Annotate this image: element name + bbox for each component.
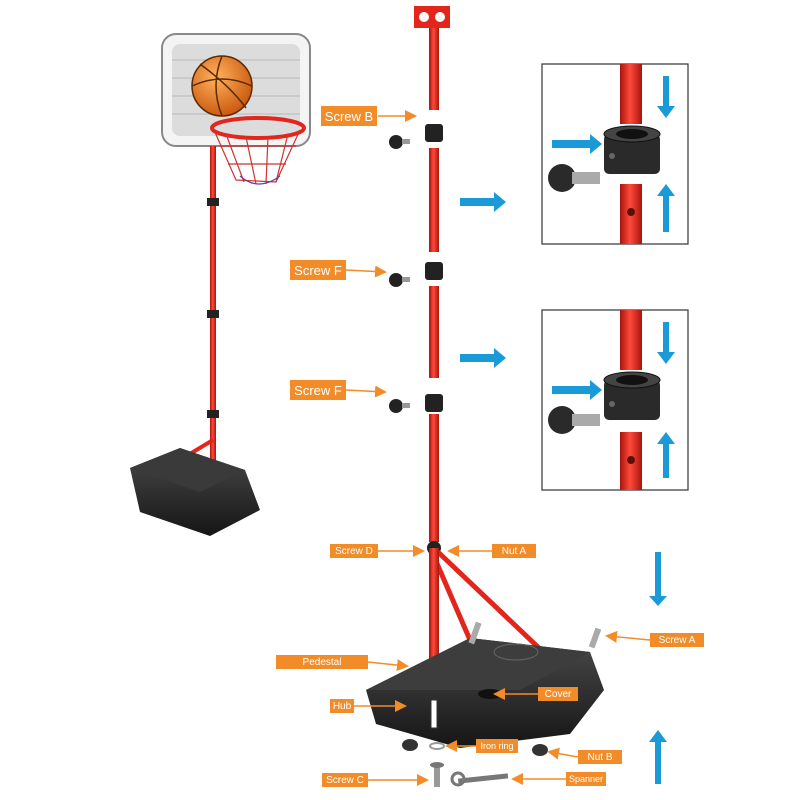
detail-box-1	[541, 63, 689, 245]
label-spanner: Spanner	[566, 772, 606, 786]
leader-arrows	[345, 110, 651, 786]
assembled-hoop-illustration	[130, 33, 311, 536]
pole-segment-3	[429, 286, 439, 378]
hoop-net	[213, 129, 301, 185]
blue-flow-arrows	[460, 192, 667, 784]
pole-segment-1	[429, 28, 439, 110]
knob-screw-b	[389, 135, 410, 149]
assembled-pole	[210, 146, 216, 496]
spanner-part	[450, 771, 509, 787]
pole-segment-2	[429, 148, 439, 252]
label-pedestal: Pedestal	[276, 655, 368, 669]
label-hub: Hub	[330, 699, 354, 713]
label-nut-a: Nut A	[492, 544, 536, 558]
knob-screw-f2	[389, 399, 410, 413]
hoop-rim	[210, 116, 306, 140]
screw-c-part	[430, 762, 444, 787]
label-screw-f-1: Screw F	[290, 260, 346, 280]
connector-sleeve-f1	[425, 262, 443, 280]
label-nut-b: Nut B	[578, 750, 622, 764]
label-screw-a: Screw A	[650, 633, 704, 647]
label-screw-f-2: Screw F	[290, 380, 346, 400]
nut-b-right	[532, 744, 548, 756]
label-screw-d: Screw D	[330, 544, 378, 558]
nut-b-left	[402, 739, 418, 751]
screw-a-right	[588, 627, 602, 649]
pole-top-bracket	[414, 6, 450, 28]
knob-screw-f1	[389, 273, 410, 287]
label-iron-ring: Iron ring	[476, 739, 518, 753]
iron-ring-part	[429, 742, 445, 750]
screw-a-left	[468, 621, 482, 645]
label-screw-b: Screw B	[321, 106, 377, 126]
connector-sleeve-f2	[425, 394, 443, 412]
connector-sleeve-b	[425, 124, 443, 142]
arrow-right-icon	[460, 192, 506, 212]
label-cover: Cover	[538, 687, 578, 701]
pole-segment-4	[429, 414, 439, 542]
arrow-up-icon	[649, 730, 667, 784]
label-screw-c: Screw C	[322, 773, 368, 787]
arrow-down-icon	[649, 552, 667, 606]
exploded-pole	[366, 6, 604, 787]
arrow-right-icon	[460, 348, 506, 368]
detail-box-2	[541, 309, 689, 491]
